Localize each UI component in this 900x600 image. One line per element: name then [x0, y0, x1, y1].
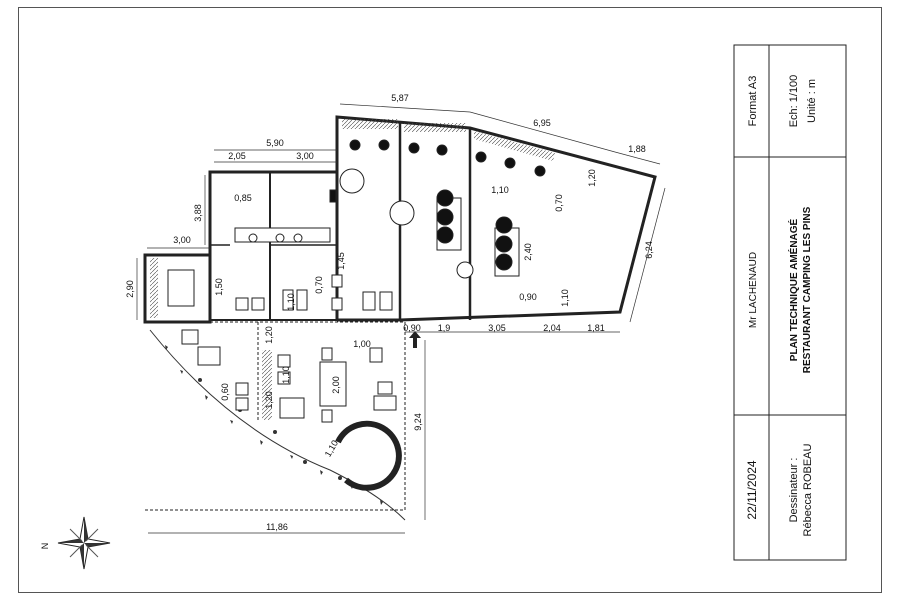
north-label: N	[40, 543, 50, 550]
dim-label: 1,88	[628, 144, 646, 154]
dim-label: 3,00	[173, 235, 191, 245]
dim-label: 2,00	[331, 376, 341, 394]
plan-title-line2: RESTAURANT CAMPING LES PINS	[802, 206, 813, 373]
dim-label: 1,20	[264, 326, 274, 344]
dim-label: 2,40	[523, 243, 533, 261]
date-label: 22/11/2024	[745, 460, 759, 519]
plan-title-line1: PLAN TECHNIQUE AMÉNAGÉ	[787, 218, 800, 361]
dim-label: 2,05	[228, 151, 246, 161]
wall-hatching	[150, 119, 555, 420]
dimension-lines	[136, 103, 666, 534]
designer-label: Dessinateur :	[788, 458, 800, 523]
dim-label: 11,86	[266, 522, 288, 532]
dim-label: 3,00	[296, 151, 314, 161]
dim-label: 5,87	[391, 93, 409, 103]
client-name: Mr LACHENAUD	[748, 252, 759, 328]
dim-label: 0,90	[519, 292, 537, 302]
north-arrow-icon: N	[40, 516, 111, 570]
format-label: Format A3	[747, 76, 759, 127]
dim-label: 0,70	[554, 194, 564, 212]
dim-label: 0,60	[220, 383, 230, 401]
dim-label: 5,90	[266, 138, 284, 148]
dim-label: 1,10	[286, 293, 296, 311]
dimension-labels: 5,87 6,95 1,88 5,90 2,05 3,00 3,88 0,85 …	[125, 93, 654, 532]
vegetation	[165, 345, 383, 505]
dim-label: 0,85	[234, 193, 252, 203]
designer-name: Rébecca ROBEAU	[802, 443, 814, 536]
dim-label: 1,20	[264, 391, 274, 409]
scale-label: Ech: 1/100	[788, 75, 800, 128]
furniture	[167, 139, 546, 491]
dim-label: 0,90	[403, 323, 421, 333]
building-walls	[143, 115, 657, 521]
dim-label: 3,05	[488, 323, 506, 333]
dim-label: 1,10	[281, 366, 291, 384]
dim-label: 2,90	[125, 280, 135, 298]
title-block: Format A3 Ech: 1/100 Unité : m Mr LACHEN…	[733, 44, 847, 561]
dim-label: 1,10	[560, 289, 570, 307]
drawing-sheet	[18, 7, 882, 593]
dim-label: 9,24	[413, 413, 423, 431]
dim-label: 1,10	[491, 185, 509, 195]
dim-label: 6,95	[533, 118, 551, 128]
unit-label: Unité : m	[806, 79, 818, 123]
dim-label: 3,88	[193, 204, 203, 222]
dim-label: 1,00	[353, 339, 371, 349]
dim-label: 1,45	[336, 252, 346, 270]
dim-label: 6,24	[644, 241, 654, 259]
dim-label: 1,20	[587, 169, 597, 187]
dim-label: 1,9	[438, 323, 451, 333]
dim-label: 1,50	[214, 278, 224, 296]
dim-label: 0,70	[314, 276, 324, 294]
dim-label: 2,04	[543, 323, 561, 333]
dim-label: 1,81	[587, 323, 605, 333]
